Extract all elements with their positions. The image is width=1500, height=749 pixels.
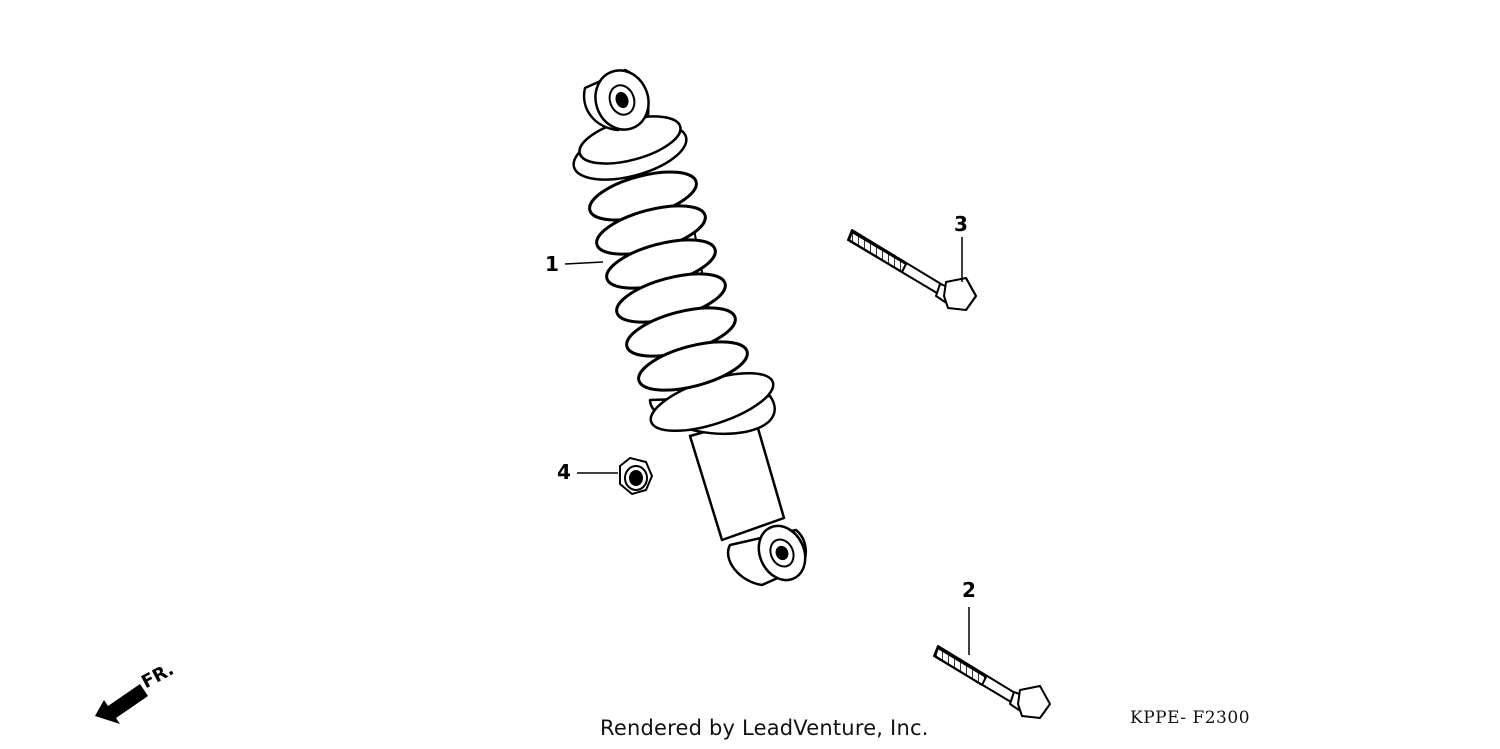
callout-3[interactable]: 3 [954, 212, 968, 236]
bolt-lower[interactable] [933, 645, 1051, 719]
leader-lines [564, 237, 970, 655]
diagram-code: KPPE- F2300 [1130, 708, 1251, 728]
callout-2[interactable]: 2 [962, 578, 976, 602]
bolt-upper[interactable] [847, 229, 977, 311]
callout-1[interactable]: 1 [545, 252, 559, 276]
flange-nut[interactable] [619, 457, 653, 495]
front-direction-arrow [95, 684, 148, 724]
shock-absorber[interactable] [568, 63, 814, 588]
callout-4[interactable]: 4 [557, 460, 571, 484]
footer-credit: Rendered by LeadVenture, Inc. [600, 716, 929, 740]
